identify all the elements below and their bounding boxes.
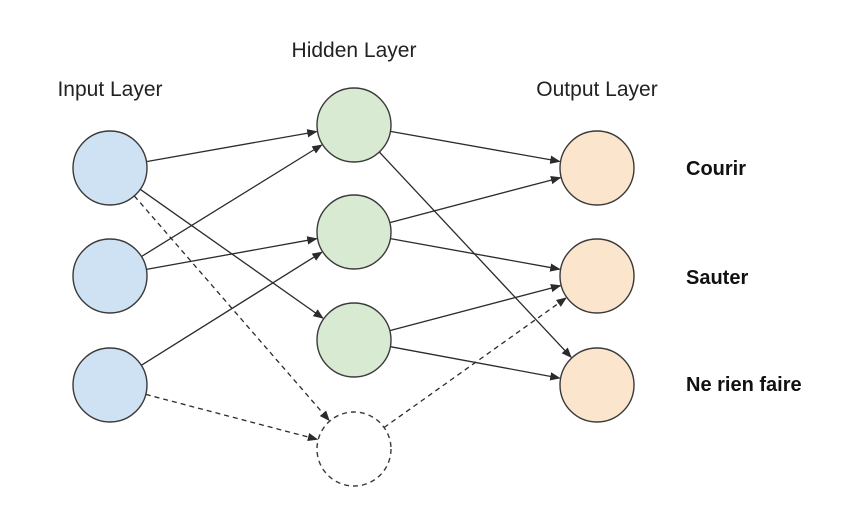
hidden-node-4-dropped: [316, 411, 392, 487]
edge-input2-to-hidden2: [146, 236, 318, 271]
output-node-1: [559, 130, 635, 206]
edge-input3-to-hidden4: [145, 393, 319, 442]
edge-hidden1-to-output1: [390, 130, 561, 164]
output-label-courir: Courir: [686, 158, 746, 180]
hidden-node-3: [316, 302, 392, 378]
edge-input3-to-hidden2: [140, 251, 323, 366]
edge-hidden2-to-output1: [389, 176, 562, 224]
connections: [133, 129, 572, 442]
output-layer-label: Output Layer: [536, 78, 657, 101]
input-node-1: [72, 130, 148, 206]
edge-input1-to-hidden1: [146, 129, 318, 163]
edge-hidden1-to-output3: [378, 151, 572, 358]
hidden-node-2: [316, 194, 392, 270]
neurons: [72, 87, 635, 487]
output-label-sauter: Sauter: [686, 267, 748, 289]
hidden-layer-label: Hidden Layer: [292, 39, 417, 62]
output-node-2: [559, 238, 635, 314]
edge-input2-to-hidden1: [141, 144, 323, 258]
output-node-3: [559, 347, 635, 423]
input-node-3: [72, 347, 148, 423]
input-node-2: [72, 238, 148, 314]
edge-hidden2-to-output2: [390, 237, 561, 272]
edge-hidden3-to-output2: [389, 284, 562, 332]
hidden-node-1: [316, 87, 392, 163]
input-layer-label: Input Layer: [57, 78, 162, 101]
output-label-ne-rien-faire: Ne rien faire: [686, 374, 802, 396]
edge-hidden4-to-output2: [383, 297, 567, 429]
